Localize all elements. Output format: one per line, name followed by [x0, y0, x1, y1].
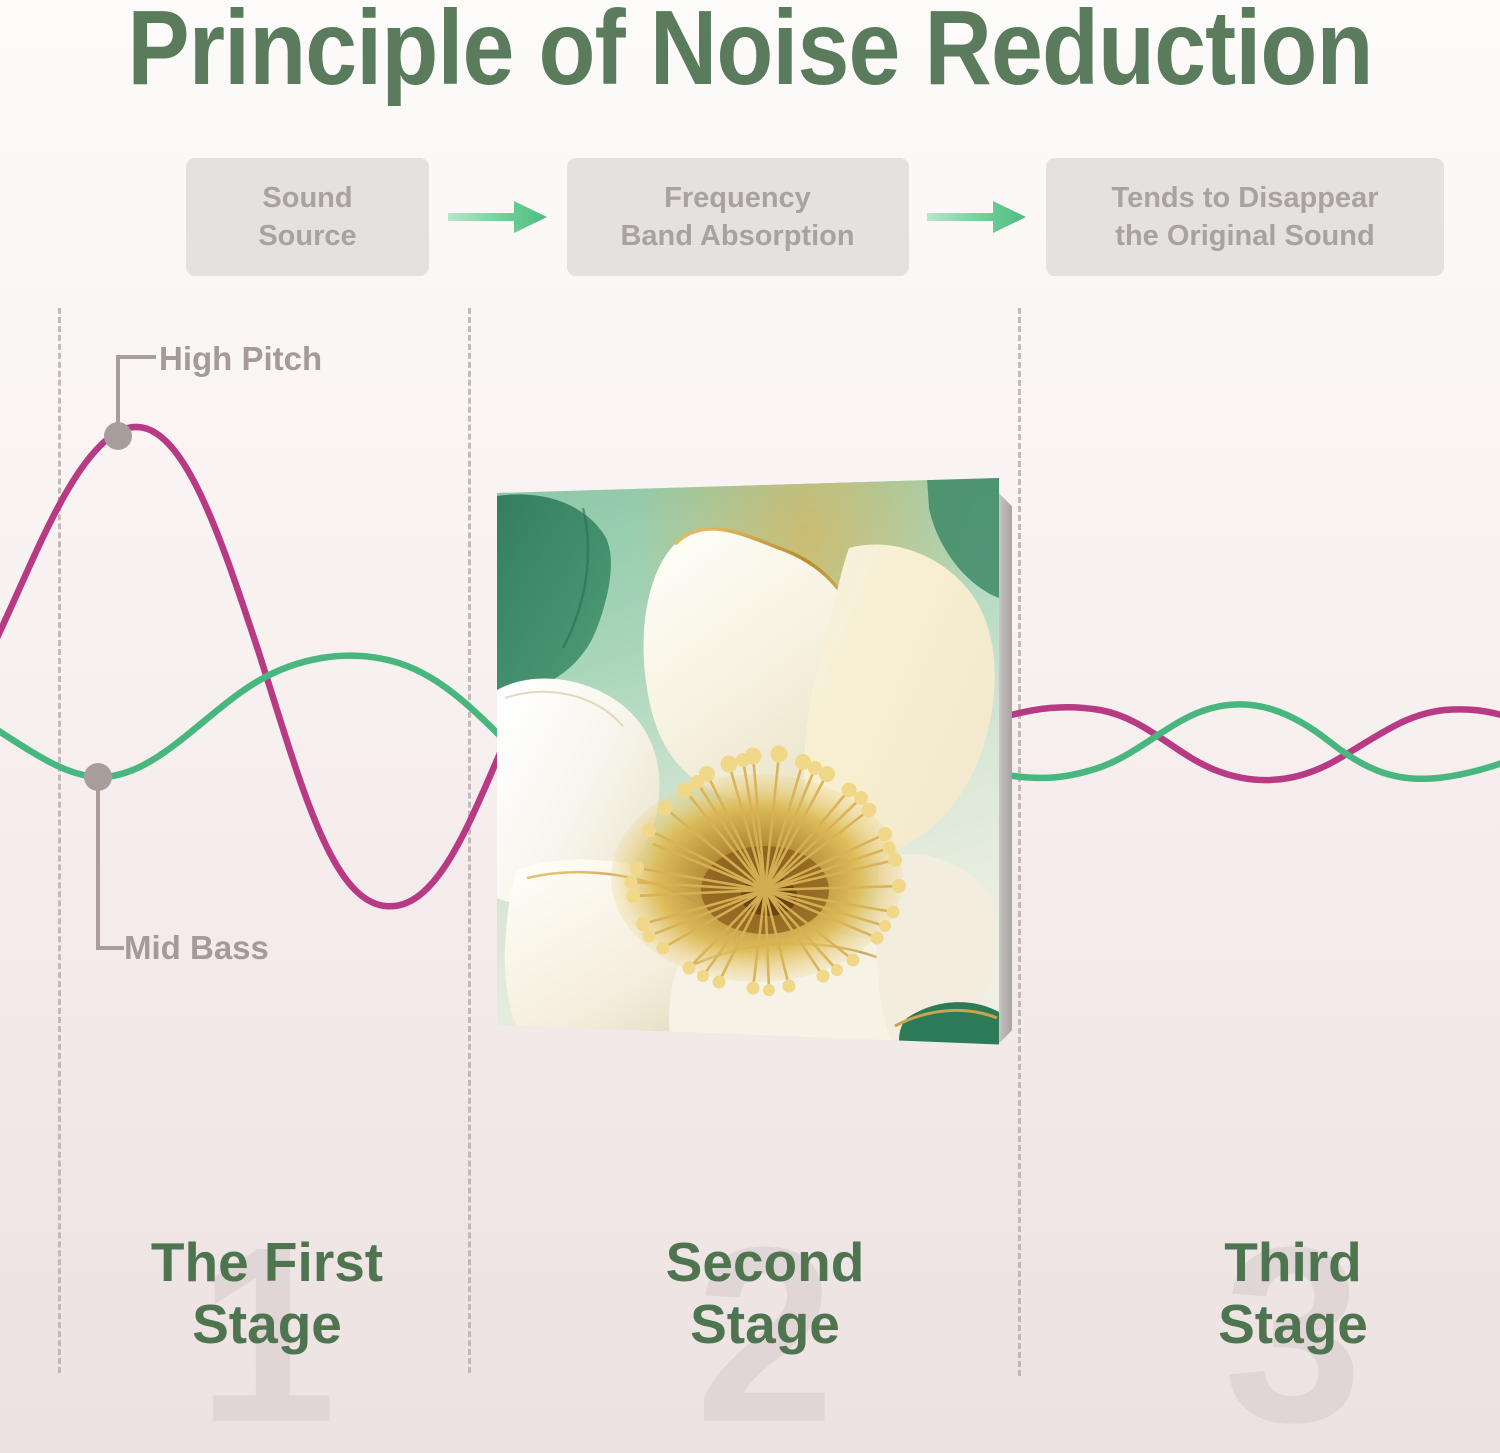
artwork-canvas-side-edge	[998, 492, 1012, 1045]
page-title: Principle of Noise Reduction	[127, 0, 1373, 107]
arrow-right-icon-1	[443, 192, 553, 242]
flow-step-label: Frequency Band Absorption	[620, 181, 855, 252]
callout-leader-high-pitch	[116, 355, 156, 435]
stage-divider-2	[468, 308, 471, 1373]
stage-1: 1 The First Stage	[72, 1210, 462, 1453]
callout-label-high-pitch: High Pitch	[159, 340, 323, 377]
callout-dot-high-pitch	[104, 422, 132, 450]
flow-step-label: Sound Source	[258, 181, 357, 252]
flow-step-tends-to-disappear[interactable]: Tends to Disappear the Original Sound	[1046, 158, 1444, 276]
flow-step-frequency-band-absorption[interactable]: Frequency Band Absorption	[566, 158, 909, 276]
stage-number-watermark: 3	[1223, 1195, 1363, 1453]
flow-step-label: Tends to Disappear the Original Sound	[1111, 181, 1379, 252]
callout-leader-mid-bass	[96, 778, 124, 950]
stage-divider-3	[1018, 308, 1021, 1376]
wave-mid-bass-stage3	[996, 701, 1500, 783]
arrow-right-icon-2	[922, 192, 1032, 242]
wave-high-pitch-stage3	[996, 703, 1500, 784]
callout-label-mid-bass: Mid Bass	[124, 929, 269, 966]
artwork-face	[497, 478, 999, 1045]
flower-illustration	[497, 478, 999, 1045]
flow-step-sound-source[interactable]: Sound Source	[186, 158, 429, 276]
stage-2: 2 Second Stage	[570, 1210, 960, 1453]
stage-3: 3 Third Stage	[1118, 1210, 1468, 1453]
acoustic-panel-artwork[interactable]	[489, 478, 1012, 1056]
stage-number-watermark: 1	[197, 1195, 337, 1453]
wave-mid-bass-stage1	[0, 652, 582, 804]
stage-caption: Third Stage	[1218, 1231, 1368, 1355]
stage-caption: Second Stage	[665, 1231, 865, 1355]
process-flow: Sound Source Frequency Band Absorption	[186, 158, 1444, 276]
stage-divider-1	[58, 308, 61, 1373]
stage-caption: The First Stage	[150, 1231, 384, 1355]
wave-high-pitch-stage1	[0, 423, 570, 910]
callout-dot-mid-bass	[84, 763, 112, 791]
stage-number-watermark: 2	[695, 1195, 835, 1453]
